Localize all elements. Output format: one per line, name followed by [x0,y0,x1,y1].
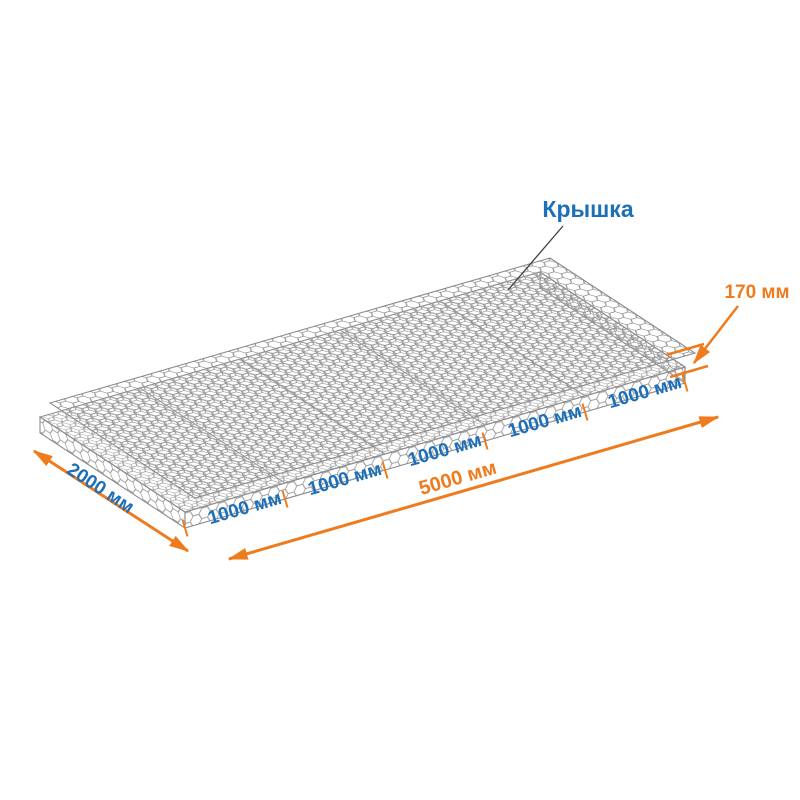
lid-label: Крышка [542,196,633,222]
segment-tick [681,374,689,392]
length-dimension-line [227,415,720,561]
lid-callout: Крышка [507,196,634,291]
dimension-height: 170 мм [665,282,790,379]
height-tick-bottom [669,364,709,379]
segment-tick [181,519,189,537]
lid-leader-line [507,225,564,291]
width-dimension-line [32,449,190,553]
height-leader-arrow [693,305,739,365]
height-label: 170 мм [724,282,789,303]
